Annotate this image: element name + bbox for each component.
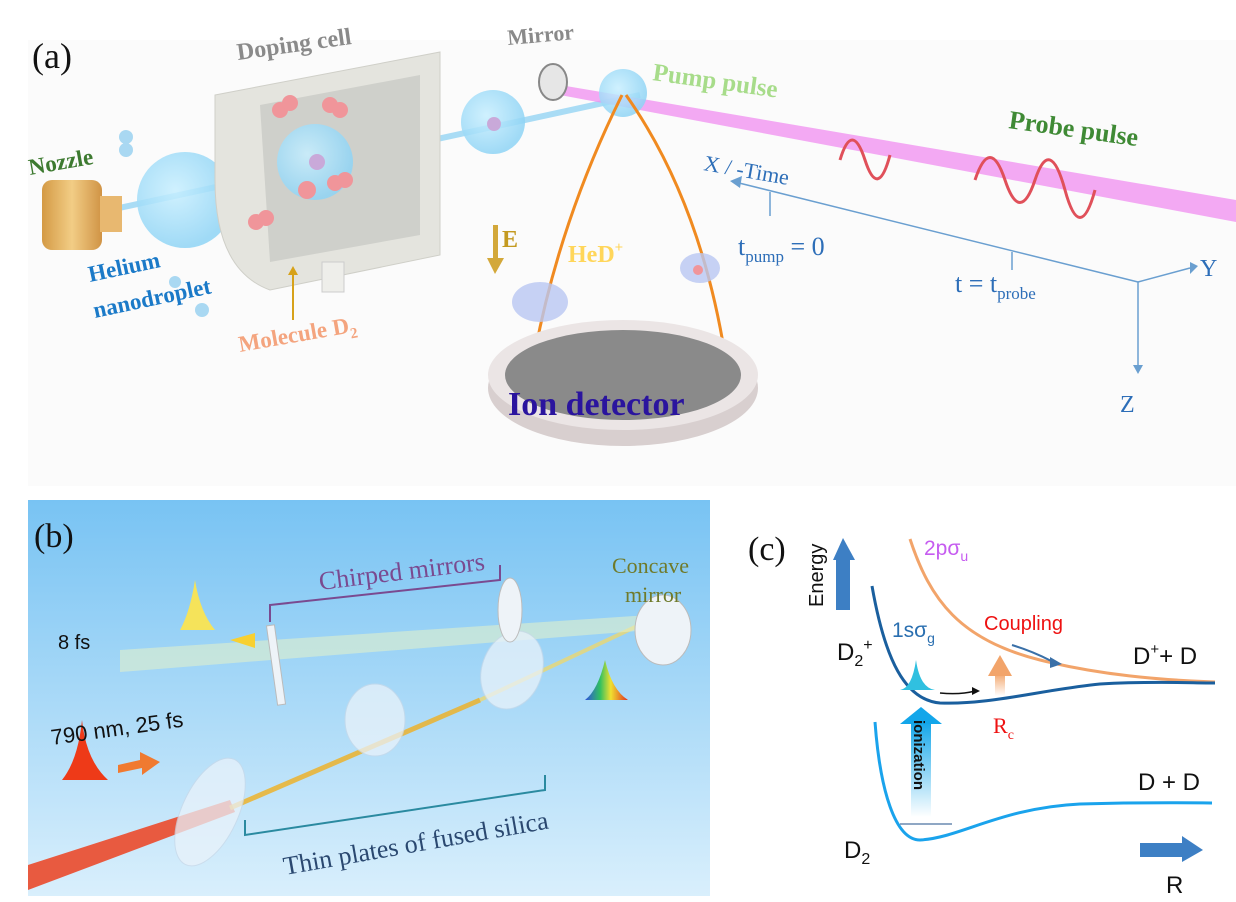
- broadened-beam: [229, 697, 481, 811]
- upper-state-label: 2pσu: [924, 537, 968, 564]
- d2-ion-label: D2+: [837, 637, 873, 670]
- mirror-label: Mirror: [506, 19, 575, 50]
- dplus-rest: + D: [1159, 643, 1197, 670]
- d2-text: D: [844, 837, 861, 864]
- panel-a-label: (a): [32, 36, 72, 76]
- output-pulse-icon: [180, 580, 215, 630]
- thin-plates-bracket: [244, 775, 546, 837]
- laser-beam: [560, 85, 1236, 222]
- t-probe-text: t = t: [955, 269, 998, 298]
- pump-pulse-wave: [838, 138, 892, 181]
- panel-a: (a) Doping cell Mirror Nozzle Helium nan…: [27, 19, 1236, 486]
- ground-potential-curve: [873, 721, 1213, 842]
- mirror-icon: [538, 63, 568, 101]
- dplus-superscript: +: [1150, 641, 1159, 658]
- lower-state-text: 1sσ: [892, 619, 927, 642]
- chirped-mirrors-bracket: [269, 565, 501, 622]
- dissociation-limit-neutral-label: D + D: [1138, 769, 1200, 796]
- small-droplet: [169, 276, 181, 288]
- d2-ion-superscript: +: [863, 637, 872, 654]
- t-pump-subscript: pump: [745, 247, 784, 266]
- interaction-droplet: [599, 69, 647, 117]
- molecule-subscript: 2: [349, 325, 359, 342]
- lower-state-label: 1sσg: [892, 619, 935, 646]
- r-axis-arrow: [1140, 843, 1185, 857]
- rc-label: Rc: [993, 713, 1014, 743]
- ionization-label: ionization: [910, 720, 927, 790]
- z-axis-label: Z: [1120, 392, 1135, 418]
- wavepacket-icon: [900, 660, 935, 690]
- hed-text: HeD: [568, 242, 615, 268]
- d2-label: D2: [844, 837, 870, 868]
- panel-b-label: (b): [34, 518, 74, 555]
- upper-state-text: 2pσ: [924, 537, 960, 560]
- d2-ion-text: D: [837, 639, 854, 666]
- field-label: E: [502, 227, 518, 253]
- d2-molecules: [248, 95, 353, 230]
- t-pump-label: tpump = 0: [738, 232, 825, 266]
- upper-state-subscript: u: [960, 548, 968, 564]
- ion-detector-label: Ion detector: [508, 386, 685, 423]
- dissociation-limit-ion-label: D++ D: [1133, 641, 1197, 670]
- input-direction-arrow: [118, 752, 160, 775]
- upper-potential-curve: [908, 538, 1216, 684]
- small-droplet: [195, 303, 209, 317]
- ion-detector: [488, 320, 758, 446]
- probe-pulse-wave: [973, 156, 1097, 219]
- d2-ion-subscript: 2: [854, 653, 863, 670]
- d2-subscript: 2: [861, 851, 870, 868]
- ionization-arrow: [911, 722, 931, 817]
- t-probe-subscript: probe: [997, 284, 1036, 303]
- energy-label: Energy: [806, 544, 828, 607]
- rc-subscript: c: [1008, 728, 1014, 743]
- ion-potential-curve: [870, 585, 1216, 705]
- energy-arrow: [836, 558, 850, 610]
- panel-b: (b) Chirped mirrors Concave mirror 8 fs …: [28, 500, 710, 896]
- nozzle-icon: [42, 180, 122, 250]
- d2-molecule: [309, 154, 325, 170]
- field-arrow: [493, 225, 498, 260]
- t-pump-value: = 0: [784, 232, 825, 261]
- panel-c-label: (c): [748, 531, 786, 568]
- concave-label: Concave: [612, 553, 689, 578]
- hed-ion-cluster: [512, 282, 568, 322]
- fused-silica-plates: [174, 630, 544, 867]
- concave-mirror-label: mirror: [625, 582, 682, 607]
- output-pulse-label: 8 fs: [58, 632, 90, 654]
- ion-trajectory: [624, 94, 727, 356]
- panel-c: (c) Energy 2pσu 1sσg Coupling D2+ D++ D …: [748, 531, 1216, 899]
- hed-superscript: +: [615, 240, 624, 256]
- coupling-label: Coupling: [984, 613, 1063, 635]
- helium-droplet: [137, 152, 233, 248]
- propagation-arrow: [939, 690, 976, 695]
- broadened-spectrum-icon: [585, 660, 628, 700]
- lower-state-subscript: g: [927, 630, 935, 646]
- hed-label: HeD+: [568, 240, 623, 268]
- chirped-mirror: [265, 624, 287, 706]
- concave-mirror: [634, 594, 692, 666]
- coordinate-axes: [734, 181, 1191, 368]
- t-pump-text: t: [738, 232, 746, 261]
- output-direction-arrow: [230, 633, 255, 648]
- t-probe-label: t = tprobe: [955, 269, 1036, 303]
- dplus-text: D: [1133, 643, 1150, 670]
- small-droplet: [119, 130, 133, 144]
- chirped-mirror: [497, 577, 523, 643]
- rc-text: R: [993, 713, 1008, 738]
- y-axis-label: Y: [1200, 256, 1217, 282]
- input-pulse-icon: [62, 720, 108, 780]
- small-droplet: [119, 143, 133, 157]
- r-axis-label: R: [1166, 872, 1183, 899]
- coupling-arrow: [995, 673, 1005, 696]
